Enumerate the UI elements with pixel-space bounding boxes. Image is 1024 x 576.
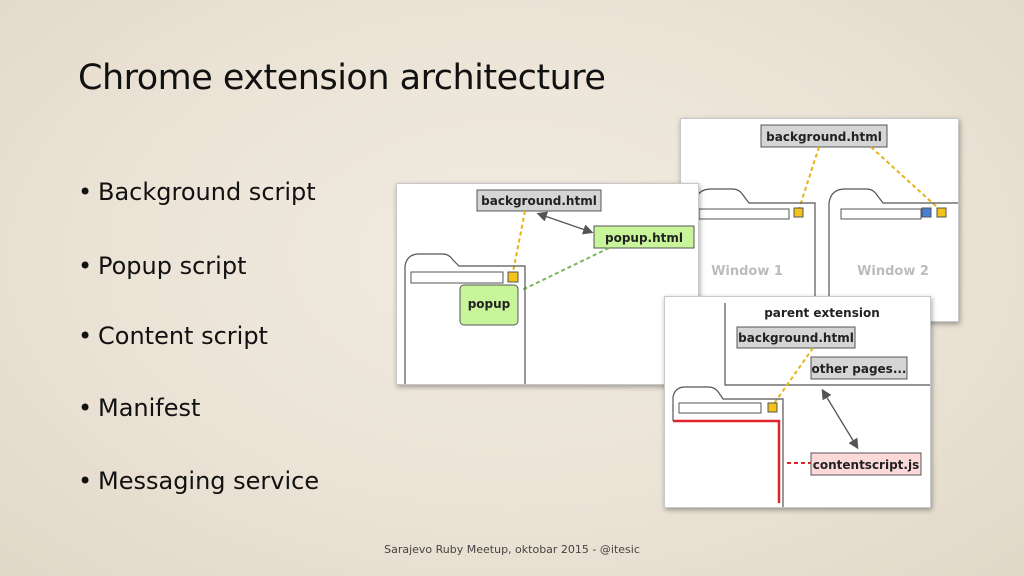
dashed-connector <box>772 347 814 406</box>
browser-frame <box>672 386 784 507</box>
window2-label: Window 2 <box>857 264 929 279</box>
slide-footer: Sarajevo Ruby Meetup, oktobar 2015 - @it… <box>384 543 640 556</box>
bullet-item: •Background script <box>78 178 316 206</box>
popup-html-box <box>593 225 695 249</box>
popup-diagram: background.html popup.html popup <box>396 183 699 385</box>
contentscript-label: contentscript.js <box>813 458 919 472</box>
popup-html-label: popup.html <box>605 231 683 245</box>
dashed-connector <box>521 247 610 291</box>
window1-label: Window 1 <box>711 264 783 279</box>
windows-diagram: background.html Window 1 Window 2 <box>680 118 959 322</box>
bullet-text: Messaging service <box>98 467 320 495</box>
popup-box <box>459 284 519 326</box>
bullet-text: Manifest <box>98 394 201 422</box>
background-html-box <box>476 189 602 212</box>
other-pages-box <box>810 356 908 380</box>
background-html-box <box>760 124 888 148</box>
bullet-item: •Messaging service <box>78 467 319 495</box>
contentscript-box <box>810 452 922 476</box>
parent-extension-label: parent extension <box>764 306 880 320</box>
bullet-dot: • <box>78 252 93 280</box>
bullet-dot: • <box>78 178 93 206</box>
popup-label: popup <box>468 297 511 311</box>
slide-title: Chrome extension architecture <box>78 58 606 98</box>
parent-extension-frame <box>724 303 930 386</box>
address-bar <box>678 402 762 414</box>
extension-icon <box>507 271 519 283</box>
bullet-dot: • <box>78 394 93 422</box>
address-bar <box>410 271 504 284</box>
message-arrow <box>536 211 594 235</box>
background-html-box <box>736 326 856 349</box>
window2-extension-icon <box>936 207 947 218</box>
bullet-dot: • <box>78 467 93 495</box>
bullet-item: •Content script <box>78 322 268 350</box>
content-script-diagram: parent extension background.html other p… <box>664 296 931 508</box>
browser-frame <box>404 253 526 384</box>
message-arrow <box>821 388 859 450</box>
dashed-connector <box>512 210 526 273</box>
other-pages-label: other pages... <box>812 362 907 376</box>
page-content-outline <box>673 419 781 503</box>
background-html-label: background.html <box>766 130 882 144</box>
bullet-item: •Popup script <box>78 252 247 280</box>
window1-extension-icon <box>793 207 804 218</box>
background-html-label: background.html <box>738 331 854 345</box>
bullet-item: •Manifest <box>78 394 200 422</box>
window2-address-bar <box>840 208 922 220</box>
window2-frame <box>828 188 958 321</box>
bullet-dot: • <box>78 322 93 350</box>
bullet-text: Popup script <box>98 252 247 280</box>
bullet-text: Background script <box>98 178 316 206</box>
window1-address-bar <box>698 208 790 220</box>
bullet-text: Content script <box>98 322 268 350</box>
background-html-label: background.html <box>481 194 597 208</box>
extension-icon <box>767 402 778 413</box>
window2-tab-icon <box>921 207 932 218</box>
dashed-connector <box>798 146 820 210</box>
dashed-connector <box>870 146 940 210</box>
